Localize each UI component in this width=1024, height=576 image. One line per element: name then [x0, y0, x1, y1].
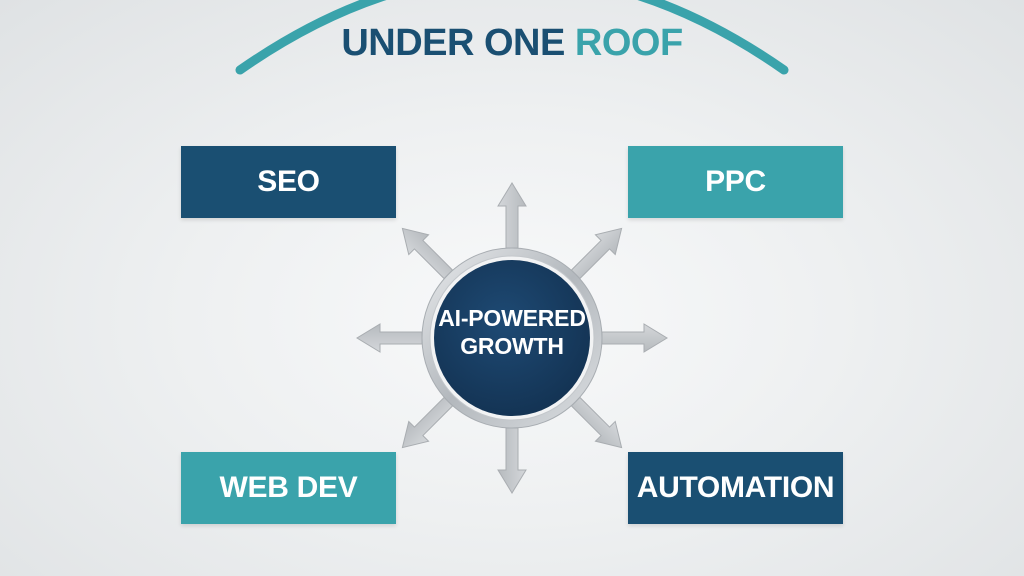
diagram-title: UNDER ONE ROOF — [0, 20, 1024, 66]
arrow-up-left — [401, 227, 454, 280]
web-dev-label: WEB DEV — [219, 471, 358, 504]
roof-arc — [235, 0, 789, 75]
hub-label-line-1: AI-POWERED — [438, 305, 586, 331]
seo-box: SEO — [181, 146, 396, 218]
arrow-down-left — [401, 396, 454, 449]
arrow-up-right — [570, 227, 623, 280]
hub-label-line-2: GROWTH — [460, 333, 564, 359]
title-part-1: UNDER ONE — [341, 22, 575, 64]
hub-circle — [434, 260, 590, 416]
arrow-right — [601, 323, 668, 353]
web-dev-box: WEB DEV — [181, 452, 396, 524]
seo-label: SEO — [257, 165, 320, 198]
automation-label: AUTOMATION — [636, 471, 835, 504]
arrow-up — [497, 182, 527, 249]
automation-box: AUTOMATION — [628, 452, 843, 524]
ppc-label: PPC — [705, 165, 766, 198]
arrow-left — [356, 323, 423, 353]
title-part-2: ROOF — [574, 22, 683, 64]
ppc-box: PPC — [628, 146, 843, 218]
arrow-down-right — [570, 396, 623, 449]
arrow-down — [497, 427, 527, 494]
hub-label: AI-POWERED GROWTH — [432, 304, 592, 360]
